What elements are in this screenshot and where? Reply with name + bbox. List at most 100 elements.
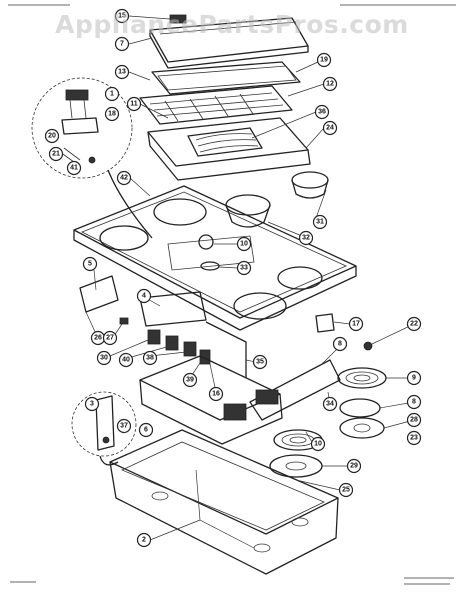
- callout-17: 17: [348, 316, 364, 332]
- svg-text:5: 5: [88, 261, 92, 268]
- callout-27: 27: [102, 330, 118, 346]
- footer-marks: [10, 577, 454, 585]
- callout-3: 3: [84, 396, 100, 412]
- svg-text:8: 8: [412, 399, 416, 406]
- svg-text:18: 18: [108, 111, 116, 118]
- svg-text:32: 32: [302, 235, 310, 242]
- callout-2: 2: [136, 532, 152, 548]
- svg-text:23: 23: [410, 435, 418, 442]
- svg-text:16: 16: [212, 391, 220, 398]
- svg-text:31: 31: [316, 219, 324, 226]
- svg-text:10: 10: [240, 241, 248, 248]
- svg-text:24: 24: [326, 125, 334, 132]
- svg-text:11: 11: [130, 101, 138, 108]
- callout-4: 4: [136, 288, 152, 304]
- callout-1: 1: [104, 86, 120, 102]
- callout-41: 41: [66, 160, 82, 176]
- burner-box: [139, 355, 341, 445]
- callout-40: 40: [118, 352, 134, 368]
- callout-37: 37: [116, 418, 132, 434]
- callout-8-lower: 8: [406, 394, 422, 410]
- callout-42: 42: [116, 170, 132, 186]
- svg-text:21: 21: [52, 151, 60, 158]
- leader-lines: [85, 15, 415, 541]
- svg-text:20: 20: [48, 133, 56, 140]
- bottom-pan: [109, 429, 339, 575]
- svg-text:22: 22: [410, 321, 418, 328]
- callout-32: 32: [298, 230, 314, 246]
- svg-text:40: 40: [122, 357, 130, 364]
- svg-text:33: 33: [240, 265, 248, 272]
- terminal-detail-inset: [31, 77, 153, 239]
- burner-drip-bowls: [225, 171, 329, 228]
- callout-11: 11: [126, 96, 142, 112]
- svg-text:27: 27: [106, 335, 114, 342]
- svg-text:3: 3: [90, 401, 94, 408]
- griddle-grate: [139, 85, 293, 125]
- callout-21: 21: [48, 146, 64, 162]
- callout-29: 29: [346, 458, 362, 474]
- cooktop-top-frame: [73, 185, 357, 331]
- svg-text:37: 37: [120, 423, 128, 430]
- svg-text:38: 38: [146, 355, 154, 362]
- receptacle-block: [315, 313, 373, 351]
- callout-36: 36: [314, 104, 330, 120]
- svg-text:1: 1: [110, 91, 114, 98]
- callout-38: 38: [142, 350, 158, 366]
- callout-31: 31: [312, 214, 328, 230]
- callout-15: 15: [114, 8, 130, 24]
- svg-text:6: 6: [144, 427, 148, 434]
- svg-text:12: 12: [326, 81, 334, 88]
- callout-19: 19: [316, 52, 332, 68]
- callout-25: 25: [338, 482, 354, 498]
- svg-text:7: 7: [120, 41, 124, 48]
- callout-22: 22: [406, 316, 422, 332]
- grill-pan: [147, 117, 311, 181]
- mounting-bracket-inset: [71, 391, 137, 466]
- drip-pan-right: [339, 398, 385, 439]
- svg-text:13: 13: [118, 69, 126, 76]
- callout-34: 34: [322, 396, 338, 412]
- svg-text:25: 25: [342, 487, 350, 494]
- callout-24: 24: [322, 120, 338, 136]
- svg-text:36: 36: [318, 109, 326, 116]
- callout-6: 6: [138, 422, 154, 438]
- svg-text:10: 10: [314, 441, 322, 448]
- svg-text:34: 34: [326, 401, 334, 408]
- callout-10-upper: 10: [236, 236, 252, 252]
- callout-30: 30: [96, 350, 112, 366]
- svg-text:19: 19: [320, 57, 328, 64]
- svg-text:28: 28: [410, 417, 418, 424]
- control-knob: [198, 234, 220, 271]
- surface-element-small: [269, 429, 323, 478]
- surface-element-large: [337, 367, 387, 389]
- callout-12: 12: [322, 76, 338, 92]
- svg-text:4: 4: [142, 293, 146, 300]
- svg-text:2: 2: [142, 537, 146, 544]
- callout-35: 35: [252, 354, 268, 370]
- callout-23: 23: [406, 430, 422, 446]
- svg-text:9: 9: [412, 375, 416, 382]
- griddle-handle: [169, 14, 187, 24]
- svg-text:8: 8: [338, 341, 342, 348]
- svg-text:39: 39: [186, 377, 194, 384]
- callout-10-lower: 10: [310, 436, 326, 452]
- callout-33: 33: [236, 260, 252, 276]
- svg-text:26: 26: [94, 335, 102, 342]
- svg-text:15: 15: [118, 13, 126, 20]
- callout-8-upper: 8: [332, 336, 348, 352]
- callout-7: 7: [114, 36, 130, 52]
- callout-16: 16: [208, 386, 224, 402]
- callout-20: 20: [44, 128, 60, 144]
- griddle-cover: [149, 14, 309, 69]
- svg-text:35: 35: [256, 359, 264, 366]
- callout-39: 39: [182, 372, 198, 388]
- svg-text:42: 42: [120, 175, 128, 182]
- griddle-plate: [151, 61, 301, 95]
- callout-28: 28: [406, 412, 422, 428]
- svg-text:41: 41: [70, 165, 78, 172]
- callout-18: 18: [104, 106, 120, 122]
- callout-9: 9: [406, 370, 422, 386]
- svg-text:17: 17: [352, 321, 360, 328]
